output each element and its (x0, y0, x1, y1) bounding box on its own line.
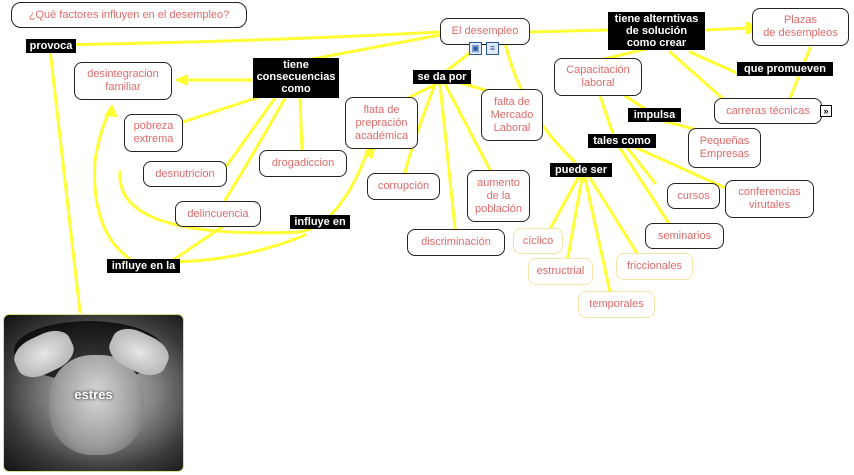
node-pobreza-text: pobreza extrema (134, 120, 174, 146)
node-falta-mercado[interactable]: falta de Mercado Laboral (481, 89, 543, 141)
node-capacitacion-text: Capacitación laboral (566, 64, 630, 90)
photo-caption: estres (4, 387, 183, 402)
node-cursos-text: cursos (677, 190, 709, 203)
node-seminarios-text: seminarios (658, 230, 711, 243)
node-discriminacion[interactable]: discriminación (407, 229, 505, 256)
node-delincuencia-text: delincuencia (187, 208, 248, 221)
node-estructrial-text: estructrial (537, 265, 585, 278)
node-friccionales-text: friccionales (627, 260, 682, 273)
label-consecuencias: tiene consecuencias como (253, 58, 339, 98)
node-el-desempleo-text: El desempleo (452, 25, 519, 38)
node-temporales[interactable]: temporales (578, 291, 655, 318)
node-ciclico[interactable]: cíclico (513, 228, 563, 254)
question-node[interactable]: ¿Qué factores influyen en el desempleo? (11, 2, 247, 28)
stress-photo[interactable]: estres (3, 314, 184, 472)
label-alternativas: tiene alterntivas de solución como crear (608, 12, 705, 50)
node-aumento-text: aumento de la población (475, 177, 522, 216)
photo-face (49, 355, 144, 455)
node-seminarios[interactable]: seminarios (645, 223, 724, 249)
label-influye-en-la: influye en la (107, 259, 180, 273)
node-pequenas-empresas[interactable]: Pequeñas Empresas (688, 128, 761, 168)
node-plazas-text: Plazas de desempleos (763, 14, 838, 40)
node-friccionales[interactable]: friccionales (616, 253, 693, 280)
node-flata-preparacion[interactable]: flata de prepración académica (345, 97, 418, 149)
note-icon[interactable]: ≡ (486, 42, 499, 55)
node-conferencias-text: conferencias virutales (738, 186, 800, 212)
node-falta-mercado-text: falta de Mercado Laboral (491, 96, 534, 135)
label-se-da-por: se da por (413, 70, 471, 84)
node-temporales-text: temporales (589, 298, 643, 311)
node-discriminacion-text: discriminación (421, 236, 491, 249)
label-impulsa: impulsa (628, 108, 681, 122)
node-pobreza[interactable]: pobreza extrema (124, 114, 183, 152)
node-ciclico-text: cíclico (523, 235, 554, 248)
label-provoca: provoca (26, 39, 76, 53)
label-tales-como: tales como (588, 134, 656, 148)
node-corrupcion[interactable]: corrupción (367, 173, 440, 200)
node-drogadiccion-text: drogadiccion (272, 157, 334, 170)
image-icon[interactable]: ▣ (469, 42, 482, 55)
node-plazas[interactable]: Plazas de desempleos (752, 8, 849, 46)
node-capacitacion[interactable]: Capacitación laboral (554, 58, 642, 96)
question-text: ¿Qué factores influyen en el desempleo? (29, 9, 230, 22)
node-carreras-tecnicas[interactable]: carreras técnicas (714, 98, 822, 124)
node-aumento-poblacion[interactable]: aumento de la población (467, 170, 530, 222)
node-cursos[interactable]: cursos (667, 183, 720, 209)
node-desintegracion-text: desintegracion familiar (87, 68, 159, 94)
node-estructrial[interactable]: estructrial (528, 258, 593, 285)
node-flata-text: flata de prepración académica (355, 104, 408, 143)
node-conferencias[interactable]: conferencias virutales (725, 180, 814, 218)
node-el-desempleo[interactable]: El desempleo (440, 18, 530, 45)
node-corrupcion-text: corrupción (378, 180, 429, 193)
node-desnutricion[interactable]: desnutricion (143, 161, 227, 187)
label-influye-en: influye en (290, 215, 350, 229)
label-que-promueven: que promueven (737, 62, 833, 76)
node-carreras-text: carreras técnicas (726, 105, 810, 118)
label-puede-ser: puede ser (550, 163, 612, 177)
node-pequenas-text: Pequeñas Empresas (700, 135, 750, 161)
node-drogadiccion[interactable]: drogadiccion (259, 150, 347, 177)
chevron-double-right-icon[interactable]: » (820, 105, 832, 117)
node-desnutricion-text: desnutricion (155, 168, 214, 181)
node-delincuencia[interactable]: delincuencia (175, 201, 261, 227)
node-desintegracion[interactable]: desintegracion familiar (74, 62, 172, 100)
